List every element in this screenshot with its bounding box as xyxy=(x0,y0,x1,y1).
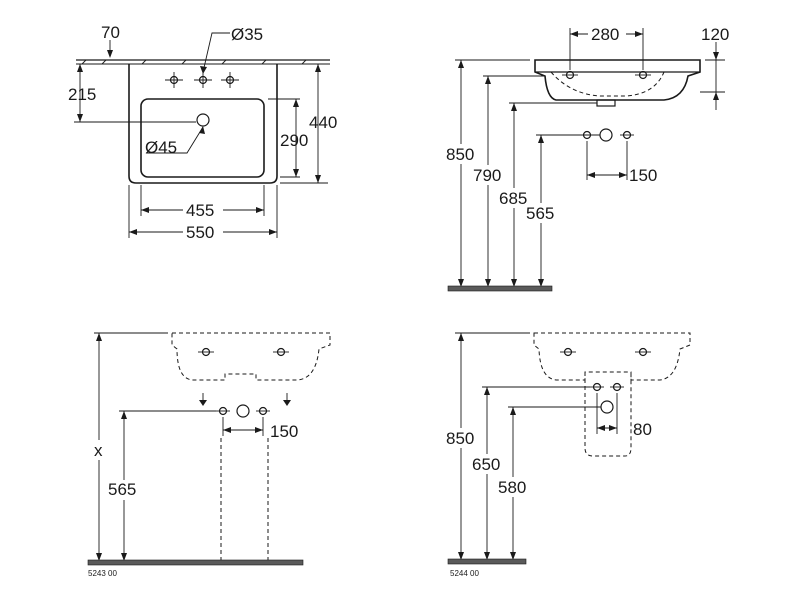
floor xyxy=(447,558,527,565)
wall-connections xyxy=(580,128,634,142)
dim-290: 290 xyxy=(280,131,308,150)
article-code: 5244 00 xyxy=(450,569,479,578)
dim-45: Ø45 xyxy=(145,138,177,157)
wall-connections xyxy=(590,382,624,414)
basin-outline xyxy=(128,64,278,184)
dim-45-leader xyxy=(146,126,204,154)
pedestal-view: 150 x 565 5243 00 xyxy=(87,332,331,578)
semi-pedestal-view: 80 850 650 580 5244 00 xyxy=(445,332,691,578)
wall-connections xyxy=(216,404,270,418)
dim-790: 790 xyxy=(473,166,501,185)
wall-hatch xyxy=(81,59,307,65)
basin-profile xyxy=(534,59,701,101)
basin-outline-dashed xyxy=(533,332,691,381)
dim-650: 650 xyxy=(472,455,500,474)
dim-80: 80 xyxy=(633,420,652,439)
dim-150-pedestal: 150 xyxy=(270,422,298,441)
dim-455: 455 xyxy=(186,201,214,220)
dim-35: Ø35 xyxy=(231,25,263,44)
pedestal-column xyxy=(220,438,269,563)
dim-850-semi: 850 xyxy=(446,429,474,448)
dim-565-pedestal: 565 xyxy=(108,480,136,499)
article-code: 5243 00 xyxy=(88,569,117,578)
dim-x: x xyxy=(94,441,103,460)
mounting-arrows xyxy=(199,393,291,406)
dim-440: 440 xyxy=(309,113,337,132)
basin-outline-dashed xyxy=(171,332,331,381)
basin-bowl xyxy=(140,98,265,178)
dim-215: 215 xyxy=(68,85,96,104)
dim-120: 120 xyxy=(701,25,729,44)
tap-holes xyxy=(165,72,239,88)
dim-70: 70 xyxy=(101,23,120,42)
dim-280: 280 xyxy=(591,25,619,44)
dim-565-side: 565 xyxy=(526,204,554,223)
basin-interior xyxy=(550,71,665,97)
dim-550: 550 xyxy=(186,223,214,242)
side-view: 280 120 850 790 685 565 xyxy=(445,24,729,292)
semi-pedestal xyxy=(584,372,632,457)
dim-35-leader xyxy=(202,32,230,73)
floor xyxy=(447,285,553,292)
drain-outlet xyxy=(596,99,616,107)
dim-685: 685 xyxy=(499,189,527,208)
dim-150-side: 150 xyxy=(629,166,657,185)
dim-850-side: 850 xyxy=(446,145,474,164)
dim-580: 580 xyxy=(498,478,526,497)
floor xyxy=(87,559,304,566)
top-view: 70 Ø35 215 Ø45 290 440 455 xyxy=(68,23,337,242)
drain-hole xyxy=(196,113,210,127)
